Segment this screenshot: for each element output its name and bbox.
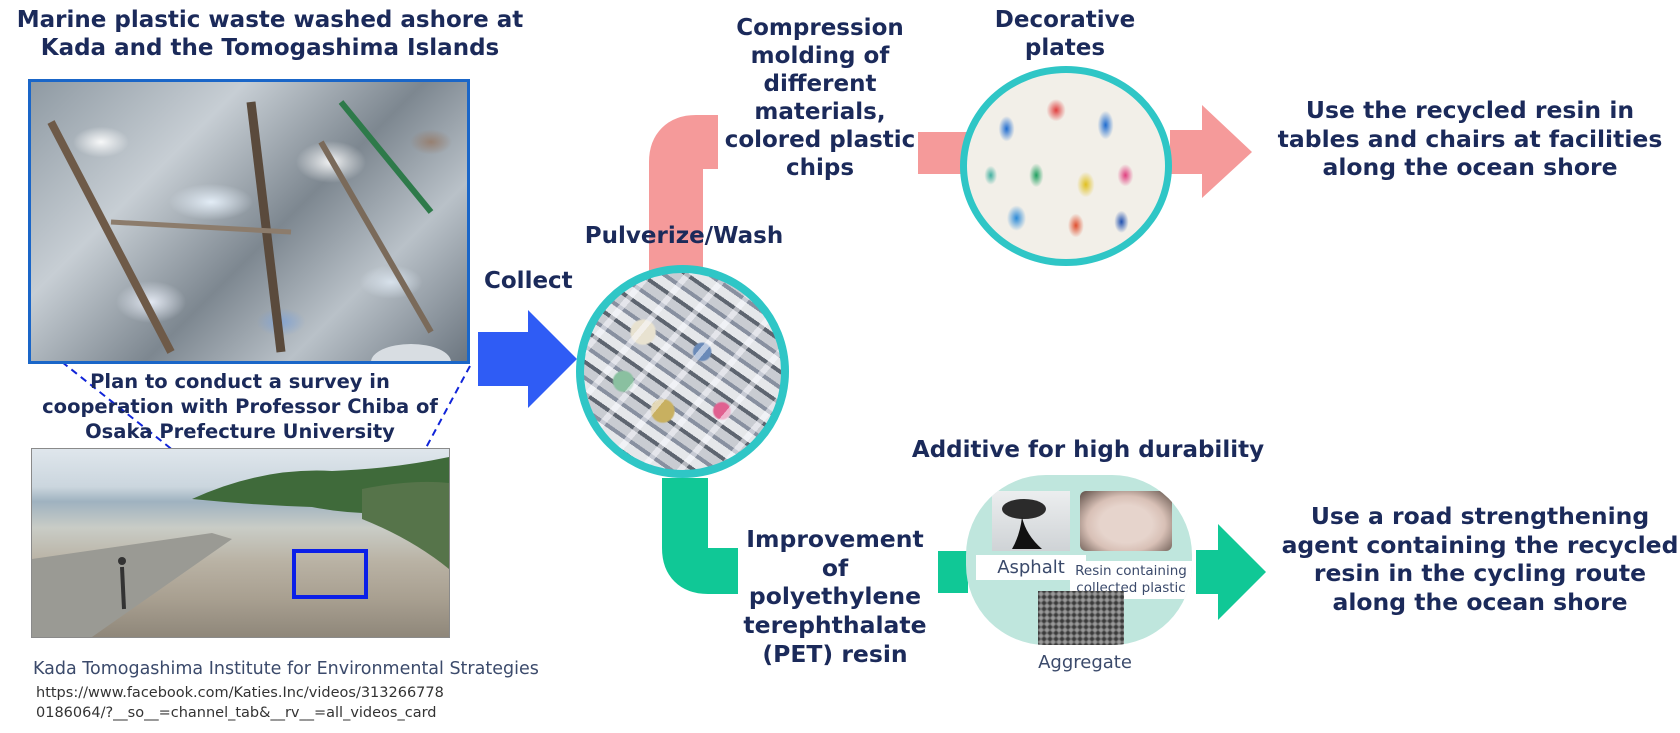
pink-flow-connector [649,115,718,272]
additive-label: Additive for high durability [911,437,1265,463]
asphalt-photo-icon [992,491,1070,551]
pink-arrow-icon [1170,105,1252,198]
resin-label: Resin containing collected plastic [1070,561,1192,599]
shredded-plastic-photo-icon [576,265,789,478]
use-road-label: Use a road strengthening agent containin… [1281,502,1679,616]
asphalt-label: Asphalt [976,555,1086,580]
green-arrow-icon [1196,524,1266,620]
source-url: https://www.facebook.com/Katies.Inc/vide… [36,685,444,721]
additive-composite-panel: Asphalt Resin containing collected plast… [966,475,1192,645]
aggregate-photo-icon [1038,591,1124,645]
decorative-label: Decorative plates [994,7,1136,62]
resin-photo-icon [1080,491,1172,551]
compression-label: Compression molding of different materia… [724,15,916,182]
green-flow-bar [938,551,968,593]
green-flow-connector [662,478,738,594]
beach-title: Marine plastic waste washed ashore at Ka… [16,7,524,62]
collect-label: Collect [484,268,573,294]
plastic-bottles-photo-icon [28,79,470,364]
coastline-photo-icon [31,448,450,638]
institute-name: Kada Tomogashima Institute for Environme… [33,659,539,679]
aggregate-label: Aggregate [1038,652,1132,673]
pulverize-label: Pulverize/Wash [584,223,784,249]
decorative-plate-photo-icon [960,66,1172,266]
improvement-label: Improvement of polyethylene terephthalat… [743,525,927,668]
use-tables-label: Use the recycled resin in tables and cha… [1277,96,1663,182]
collect-arrow-icon [478,310,577,408]
survey-plan-text: Plan to conduct a survey in cooperation … [42,370,438,443]
callout-box [292,549,368,599]
